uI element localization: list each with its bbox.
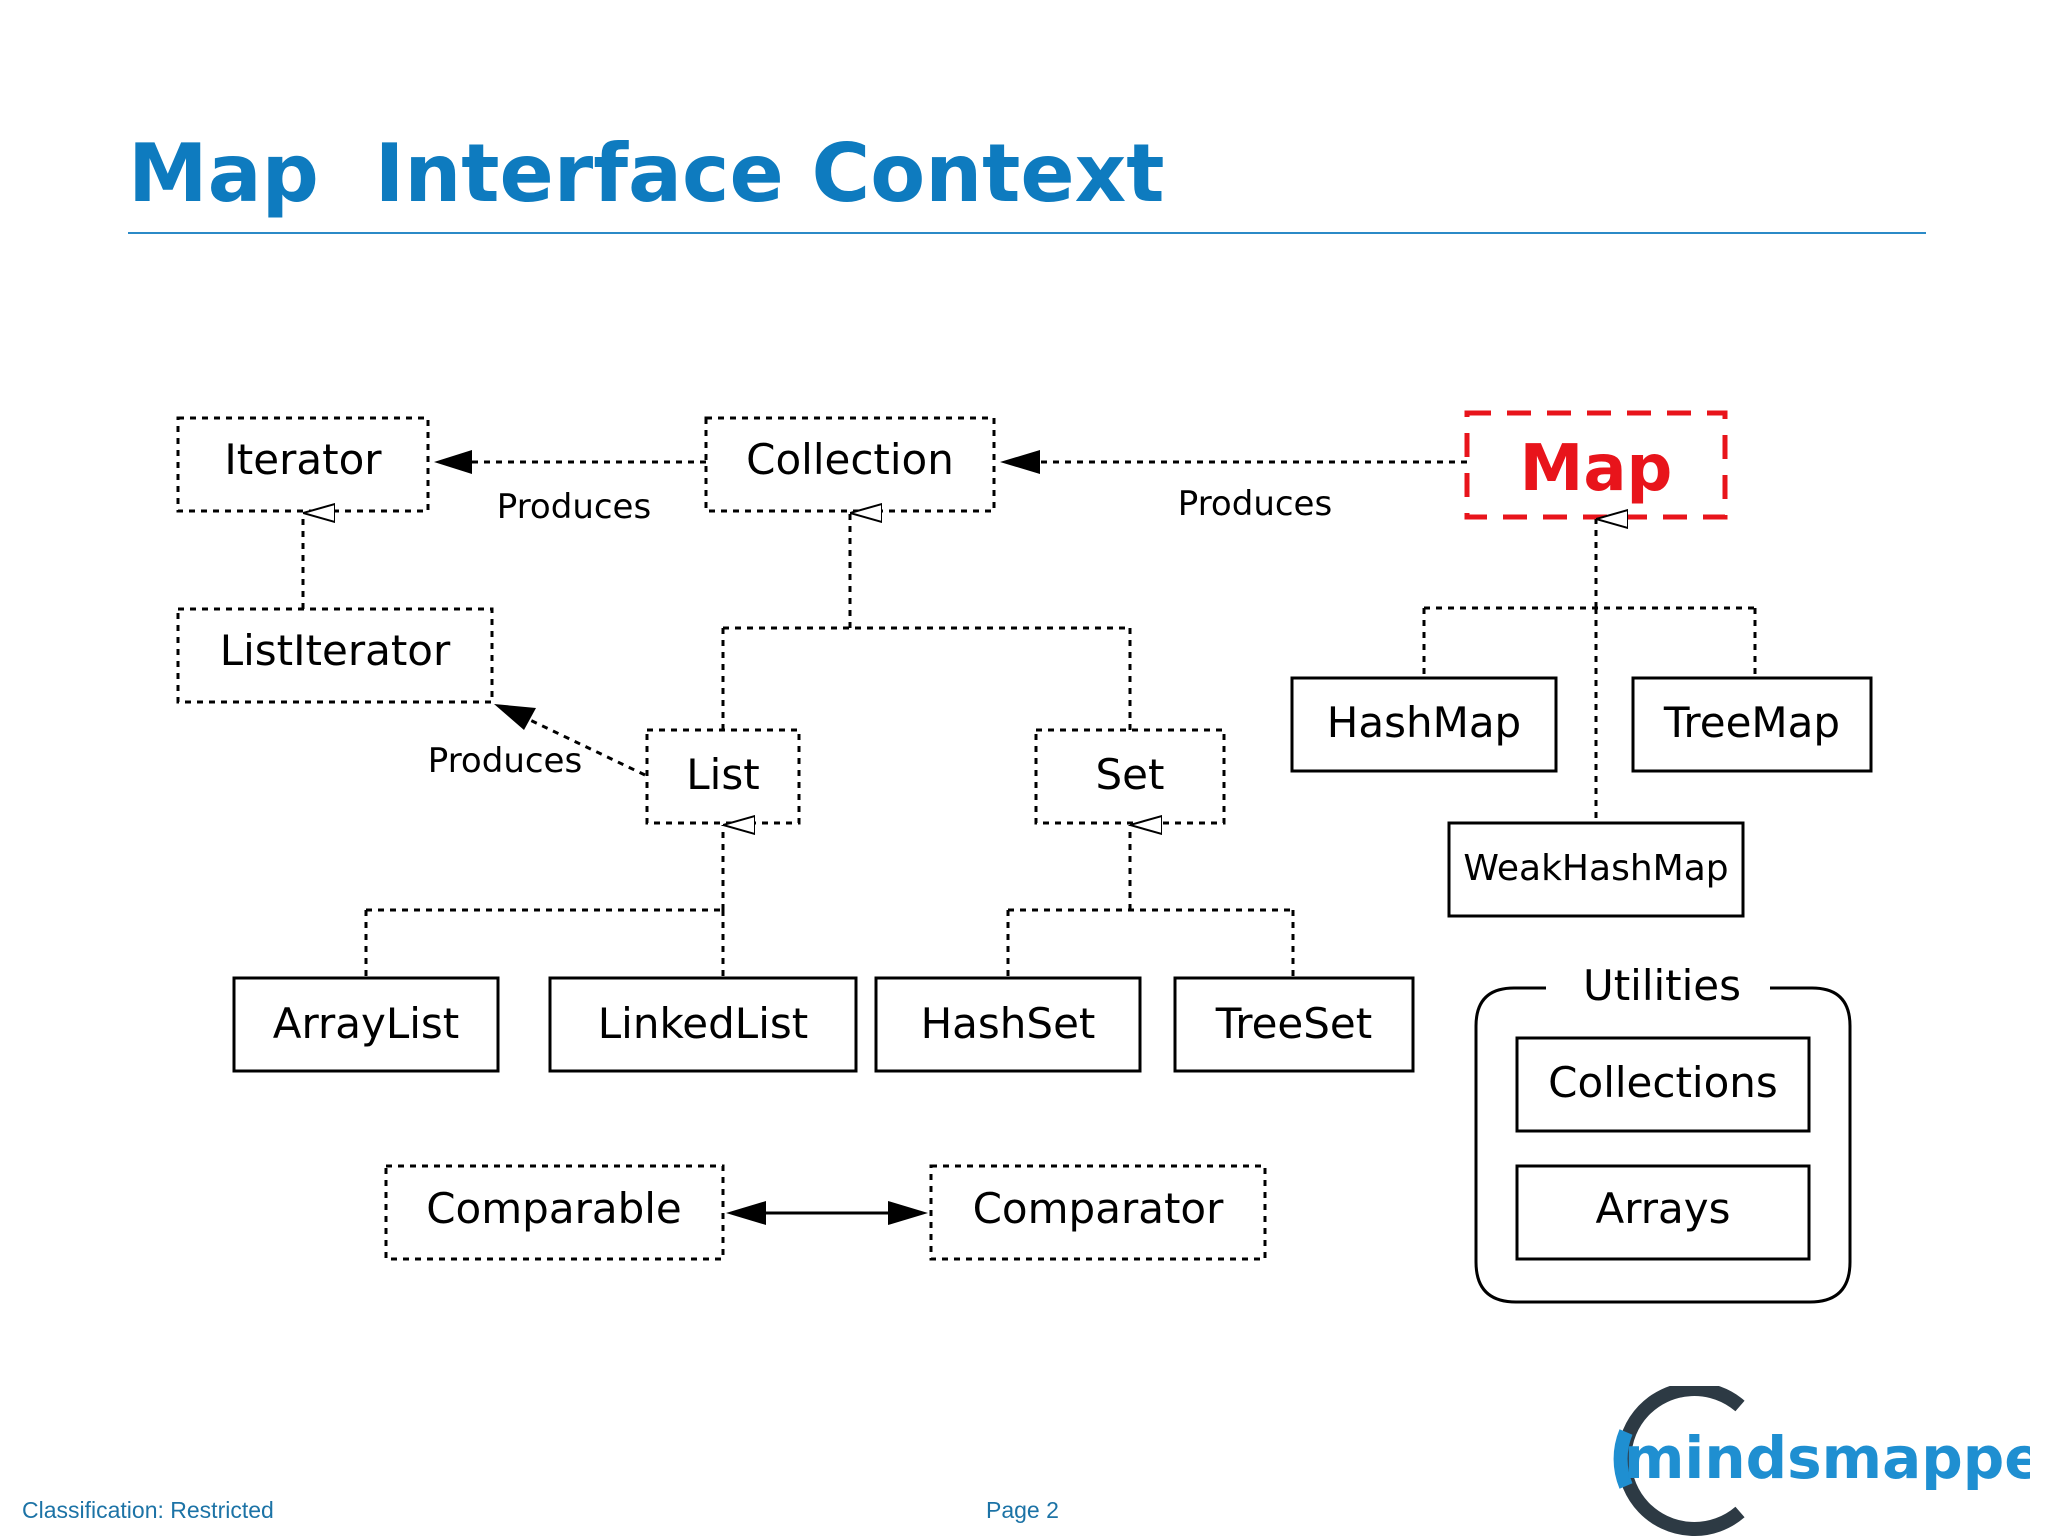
- list-iterator-node: ListIterator: [176, 607, 494, 704]
- slide-title: Map Interface Context: [128, 127, 1165, 220]
- produces-arrow-collection-iterator: [434, 450, 706, 474]
- comparator-node: Comparator: [929, 1164, 1267, 1261]
- comparable-comparator-link: [726, 1201, 928, 1225]
- inherit-tree-list: [364, 825, 723, 978]
- array-list-label: ArrayList: [273, 999, 460, 1048]
- weak-hash-map-label: WeakHashMap: [1463, 848, 1728, 889]
- classification-label: Classification: Restricted: [22, 1497, 274, 1523]
- map-label: Map: [1520, 432, 1673, 506]
- iterator-label: Iterator: [224, 435, 382, 484]
- array-list-node: ArrayList: [232, 976, 500, 1073]
- tree-map-node: TreeMap: [1631, 676, 1873, 773]
- iterator-node: Iterator: [176, 416, 430, 513]
- utilities-label: Utilities: [1583, 961, 1741, 1010]
- map-node: Map: [1464, 410, 1728, 520]
- list-label: List: [686, 750, 759, 799]
- collections-util-node: Collections: [1515, 1036, 1811, 1133]
- arrays-label: Arrays: [1595, 1184, 1730, 1233]
- list-iterator-label: ListIterator: [220, 626, 451, 675]
- tree-set-label: TreeSet: [1215, 999, 1372, 1048]
- title-divider: [128, 232, 1926, 234]
- produces-label-collection-iterator: Produces: [497, 487, 651, 527]
- logo-text: mindsmapped: [1624, 1424, 2030, 1492]
- hash-set-label: HashSet: [921, 999, 1096, 1048]
- list-node: List: [645, 728, 801, 825]
- page-number: Page 2: [986, 1497, 1059, 1523]
- inherit-tree-set: [1006, 825, 1295, 978]
- collection-node: Collection: [704, 416, 996, 513]
- tree-set-node: TreeSet: [1173, 976, 1415, 1073]
- inherit-tree-collection: [721, 513, 1132, 730]
- weak-hash-map-node: WeakHashMap: [1447, 821, 1745, 918]
- produces-label-map-collection: Produces: [1178, 484, 1332, 524]
- tree-map-label: TreeMap: [1663, 698, 1840, 747]
- collection-label: Collection: [746, 435, 954, 484]
- set-label: Set: [1096, 750, 1165, 799]
- inherit-tree-map: [1422, 519, 1757, 823]
- comparable-label: Comparable: [426, 1184, 682, 1233]
- hash-map-node: HashMap: [1290, 676, 1558, 773]
- arrays-node: Arrays: [1515, 1164, 1811, 1261]
- collections-util-label: Collections: [1548, 1058, 1778, 1107]
- comparable-node: Comparable: [384, 1164, 725, 1261]
- linked-list-label: LinkedList: [598, 999, 808, 1048]
- hash-map-label: HashMap: [1327, 698, 1521, 747]
- utilities-group: Utilities: [1474, 961, 1852, 1304]
- set-node: Set: [1034, 728, 1226, 825]
- mindsmapped-logo: mindsmapped: [1613, 1386, 2030, 1536]
- linked-list-node: LinkedList: [548, 976, 858, 1073]
- comparator-label: Comparator: [973, 1184, 1225, 1233]
- produces-arrow-map-collection: [1000, 450, 1467, 474]
- hash-set-node: HashSet: [874, 976, 1142, 1073]
- produces-label-list-listiterator: Produces: [428, 741, 582, 781]
- produces-arrow-list-listiterator: [494, 704, 646, 777]
